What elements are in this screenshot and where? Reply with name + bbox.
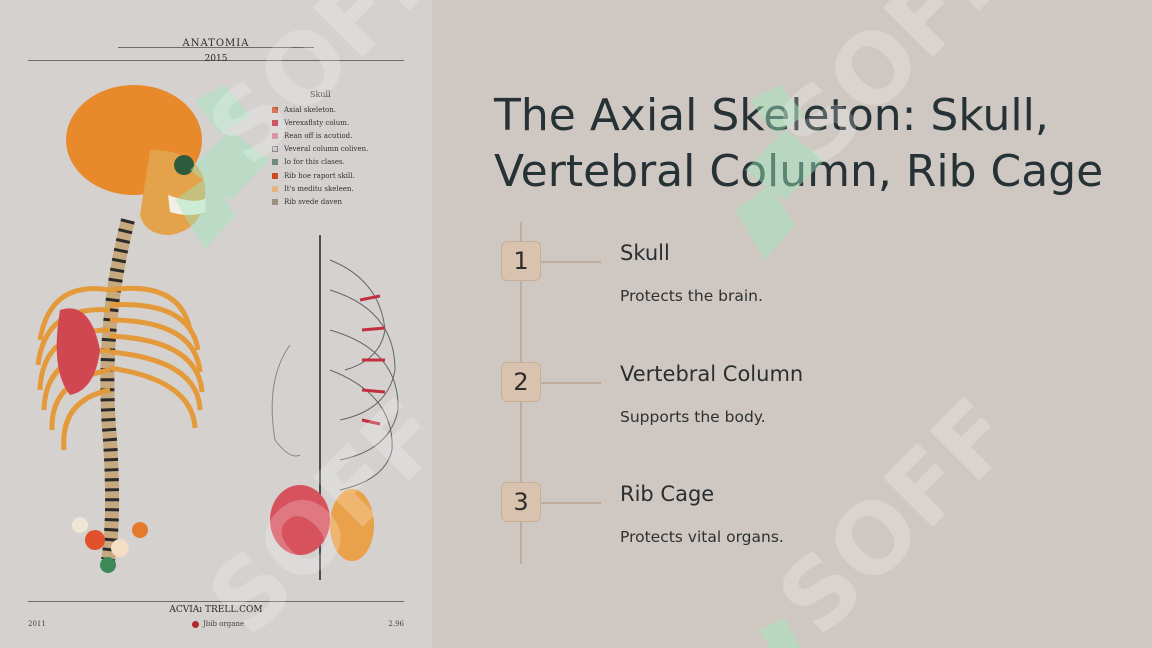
flower xyxy=(132,522,148,538)
pelvis-left xyxy=(270,485,330,555)
plate-legend: Skull Axial skeleton. Verexaflsty colum.… xyxy=(272,90,412,209)
rib-cage xyxy=(35,285,205,451)
step-number-badge: 3 xyxy=(501,482,541,522)
plate-title: ANATOMIA xyxy=(182,38,250,49)
legend-item: Rean off is acutiod. xyxy=(272,129,412,142)
legend-swatch xyxy=(272,132,278,139)
legend-swatch xyxy=(272,119,278,126)
legend-item: Rib svede daven xyxy=(272,195,412,208)
spine-main xyxy=(100,218,135,562)
step-title: Rib Cage xyxy=(620,482,715,506)
legend-swatch xyxy=(272,146,278,153)
plate-year: 2015 xyxy=(204,54,228,64)
plate-header-rule-top xyxy=(118,47,314,48)
step-number-badge: 2 xyxy=(501,362,541,402)
rib-outline xyxy=(271,344,301,457)
side-rib-highlights xyxy=(359,294,386,426)
timeline-step-vertebral-column: 2 Vertebral Column Supports the body. xyxy=(0,362,1152,452)
flower xyxy=(72,517,88,533)
legend-item: Rib hoe raport skill. xyxy=(272,169,412,182)
slide-title: The Axial Skeleton: Skull, Vertebral Col… xyxy=(494,90,1104,197)
red-dot-icon xyxy=(192,620,199,628)
legend-swatch xyxy=(272,198,278,205)
legend-swatch xyxy=(272,159,278,166)
step-description: Protects the brain. xyxy=(620,287,763,305)
timeline-step-skull: 1 Skull Protects the brain. xyxy=(0,241,1152,331)
flower xyxy=(85,530,105,550)
plate-footer-right: 2.96 xyxy=(388,620,404,628)
skull-orbit xyxy=(174,155,194,175)
plate-header-rule xyxy=(28,60,404,61)
step-connector xyxy=(541,502,601,504)
skull-teeth xyxy=(168,195,206,215)
step-title: Skull xyxy=(620,241,670,265)
plate-footer-center: Jbib organe xyxy=(192,620,244,628)
flower xyxy=(111,539,129,557)
legend-swatch xyxy=(272,172,278,179)
skeleton-illustration xyxy=(35,85,399,580)
step-connector xyxy=(541,261,601,263)
legend-title: Skull xyxy=(310,90,331,99)
plate-credit: ACVIAı TRELL.COM xyxy=(169,605,263,615)
pelvis-right xyxy=(330,489,374,561)
leaf xyxy=(100,557,116,573)
legend-item: It's meditu skeleen. xyxy=(272,182,412,195)
heart-organ xyxy=(56,308,100,395)
step-description: Protects vital organs. xyxy=(620,528,784,546)
step-title: Vertebral Column xyxy=(620,362,804,386)
legend-item: Io for this clases. xyxy=(272,156,412,169)
step-number-badge: 1 xyxy=(501,241,541,281)
plate-header: ANATOMIA 2015 xyxy=(28,36,404,66)
legend-swatch xyxy=(272,106,278,113)
anatomy-plate-image: ANATOMIA 2015 xyxy=(0,0,432,648)
legend-swatch xyxy=(272,185,278,192)
plate-footer-left: 2011 xyxy=(28,620,46,628)
legend-item: Verexaflsty colum. xyxy=(272,116,412,129)
timeline-step-rib-cage: 3 Rib Cage Protects vital organs. xyxy=(0,482,1152,572)
side-ribs xyxy=(329,259,399,491)
legend-item: Axial skeleton. xyxy=(272,103,412,116)
step-description: Supports the body. xyxy=(620,408,766,426)
plate-footer-rule xyxy=(28,601,404,602)
legend-item: Veveral column coliven. xyxy=(272,143,412,156)
step-connector xyxy=(541,382,601,384)
